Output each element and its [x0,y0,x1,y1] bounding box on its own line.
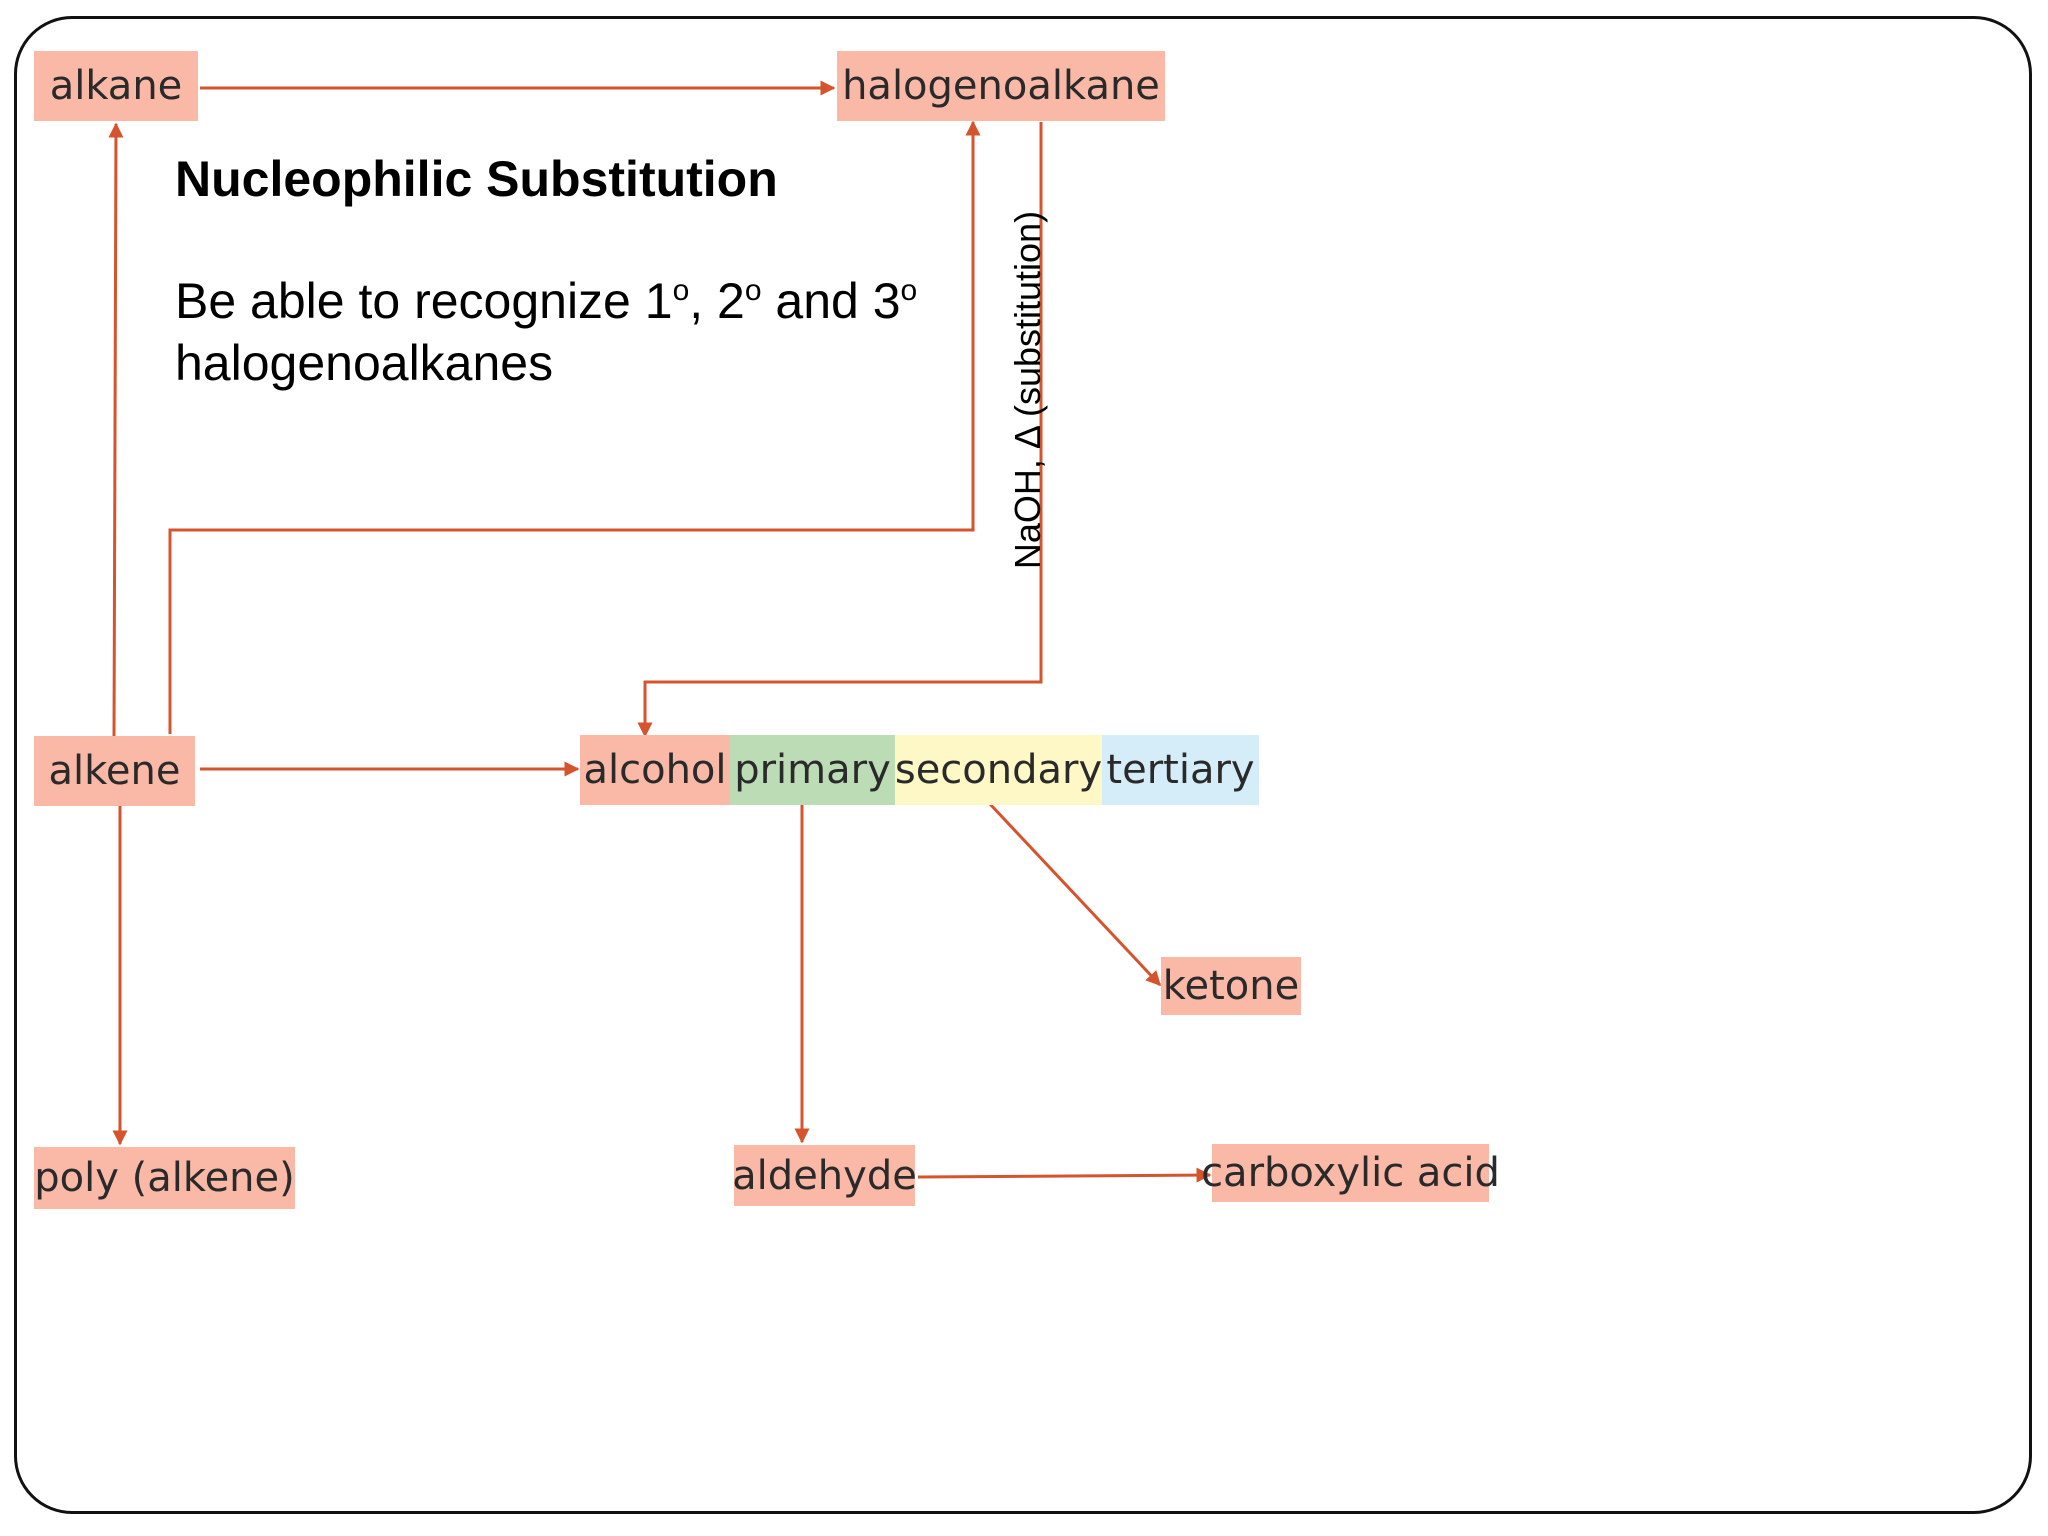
arrow-aldehyde-to-carboxylic-acid [917,1167,1212,1183]
node-alcohol: alcohol [580,735,730,805]
body-line2: halogenoalkanes [175,335,554,391]
body-line1-comma: , 2 [689,273,745,329]
node-primary: primary [730,735,895,805]
node-alkane: alkane [34,51,198,121]
body-line1-start: Be able to recognize 1 [175,273,673,329]
arrow-alkene-to-alkane [108,122,124,739]
reagent-label: NaOH, Δ (substitution) [1007,210,1048,570]
node-tertiary: tertiary [1102,735,1259,805]
node-aldehyde: aldehyde [732,1145,917,1206]
body-text: Be able to recognize 1o, 2o and 3o halog… [175,270,975,394]
arrow-secondary-to-ketone [988,802,1162,987]
degree-mark-2: o [744,274,762,307]
body-line1-and: and 3 [761,273,901,329]
degree-mark-3: o [900,274,918,307]
node-carboxylic-acid: carboxylic acid [1201,1144,1500,1202]
degree-mark-1: o [672,274,690,307]
arrow-alkene-to-halogenoalkane [168,120,981,734]
node-halogenoalkane: halogenoalkane [837,51,1165,121]
slide-title: Nucleophilic Substitution [175,151,778,207]
arrow-halogenoalkane-to-alcohol [637,122,1043,738]
node-alkene: alkene [34,736,195,806]
node-secondary: secondary [895,735,1102,805]
node-poly-alkene: poly (alkene) [34,1147,295,1209]
node-ketone: ketone [1161,957,1301,1015]
